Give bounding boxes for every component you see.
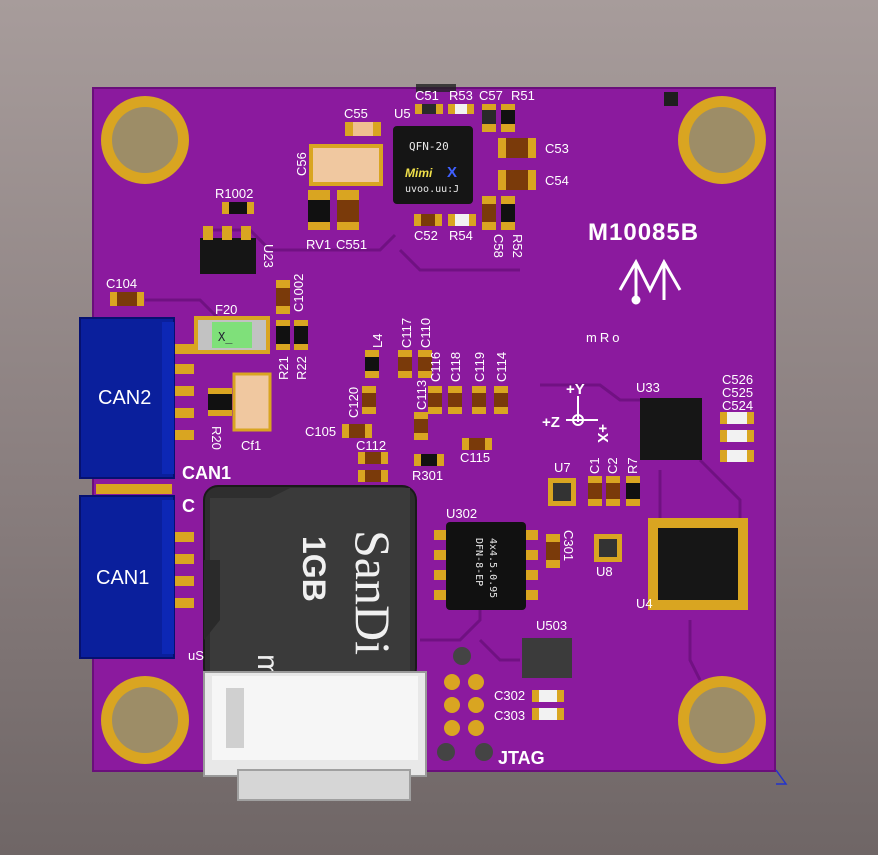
ref-c105: C105 xyxy=(305,424,336,439)
ref-r21: R21 xyxy=(276,356,291,380)
ref-r20: R20 xyxy=(209,426,224,450)
ref-f20: F20 xyxy=(215,302,237,317)
ref-c118: C118 xyxy=(448,352,463,382)
ref-c116: C116 xyxy=(428,352,443,382)
ref-c117: C117 xyxy=(399,318,414,348)
ref-c112: C112 xyxy=(356,438,386,453)
chip-u5-brand: Mimi xyxy=(405,166,433,180)
jtag-label: JTAG xyxy=(498,748,545,768)
ref-designators: U5 C51 R53 C57 R51 C55 C56 C53 C54 C52 R… xyxy=(106,88,753,723)
ref-c51: C51 xyxy=(415,88,439,103)
sd-card-brand: SanDi xyxy=(345,530,401,655)
ref-c53: C53 xyxy=(545,141,569,156)
ref-c58: C58 xyxy=(491,234,506,258)
ref-c2: C2 xyxy=(605,457,620,474)
ref-c303: C303 xyxy=(494,708,525,723)
ref-r1002: R1002 xyxy=(215,186,253,201)
ref-c551: C551 xyxy=(336,237,367,252)
ref-r22: R22 xyxy=(294,356,309,380)
corner-marks xyxy=(775,769,788,785)
ref-c104: C104 xyxy=(106,276,137,291)
ref-c302: C302 xyxy=(494,688,525,703)
ref-rv1: RV1 xyxy=(306,237,331,252)
ref-u4: U4 xyxy=(636,596,653,611)
ref-u5: U5 xyxy=(394,106,411,121)
axis-z: +Z xyxy=(542,414,560,431)
ref-c119: C119 xyxy=(472,352,487,382)
ref-c56: C56 xyxy=(294,152,309,176)
ref-c114: C114 xyxy=(494,352,509,382)
ref-u23: U23 xyxy=(261,244,276,268)
ref-c120: C120 xyxy=(346,387,361,418)
can2-connector-label: CAN2 xyxy=(98,387,151,409)
ref-u8: U8 xyxy=(596,564,613,579)
can1-connector: CAN1 xyxy=(79,484,194,659)
board-brand: mRo xyxy=(586,330,622,345)
ref-cf1: Cf1 xyxy=(241,438,261,453)
sd-card: SanDi 1GB m xyxy=(203,485,417,683)
sd-socket: uS xyxy=(188,648,427,801)
ref-c110: C110 xyxy=(418,318,433,348)
ref-c1002: C1002 xyxy=(291,274,306,312)
chip-u302: DFN-8-EP 4x4.5.0.95 xyxy=(434,522,560,610)
ref-c526: C526 xyxy=(722,372,753,387)
chip-u302-pkg: DFN-8-EP xyxy=(473,538,484,586)
ref-r52: R52 xyxy=(510,234,525,258)
can1-connector-label: CAN1 xyxy=(96,567,149,589)
ref-c52: C52 xyxy=(414,228,438,243)
chip-u4 xyxy=(648,518,748,610)
ref-u503: U503 xyxy=(536,618,567,633)
ref-c524: C524 xyxy=(722,398,753,413)
components-u7-area xyxy=(548,476,640,562)
chip-u5-code: uvoo.uu:J xyxy=(405,184,459,195)
ref-c113: C113 xyxy=(414,380,429,410)
ref-c525: C525 xyxy=(722,385,753,400)
components-middle xyxy=(342,350,508,482)
ref-r53: R53 xyxy=(449,88,473,103)
chip-u5: QFN-20 Mimi X uvoo.uu:J xyxy=(393,126,473,204)
axis-y: +Y xyxy=(566,381,585,398)
can2-silk-partial: C xyxy=(182,496,195,516)
mounting-holes xyxy=(101,96,766,764)
ref-u302: U302 xyxy=(446,506,477,521)
ref-r301: R301 xyxy=(412,468,443,483)
ref-c57: C57 xyxy=(479,88,503,103)
components-u5-area: X_ xyxy=(110,104,536,432)
components-c302-c303 xyxy=(532,690,564,720)
sd-card-capacity: 1GB xyxy=(296,536,332,602)
axis-indicator-icon xyxy=(566,396,598,426)
can2-connector: CAN2 xyxy=(79,317,194,479)
ref-c115: C115 xyxy=(460,450,490,465)
ref-u33: U33 xyxy=(636,380,660,395)
chip-u302-size: 4x4.5.0.95 xyxy=(487,538,498,598)
mro-logo-icon xyxy=(618,258,682,305)
ref-c55: C55 xyxy=(344,106,368,121)
chip-u33 xyxy=(640,398,754,462)
board-model: M10085B xyxy=(588,219,699,246)
sd-socket-silk: uS xyxy=(188,648,204,663)
ref-r51: R51 xyxy=(511,88,535,103)
ref-l4: L4 xyxy=(370,334,385,348)
ref-r7: R7 xyxy=(625,457,640,474)
jtag-pads xyxy=(437,647,493,761)
ref-u7: U7 xyxy=(554,460,571,475)
can1-silk-label: CAN1 xyxy=(182,463,231,483)
ref-c1: C1 xyxy=(587,457,602,474)
ref-c301: C301 xyxy=(561,530,576,561)
axis-x: +X xyxy=(594,424,611,443)
chip-u503 xyxy=(522,638,572,678)
chip-u5-brand-x: X xyxy=(447,164,457,181)
chip-u5-pkg: QFN-20 xyxy=(409,140,449,153)
f20-mark: X_ xyxy=(218,330,233,344)
ref-r54: R54 xyxy=(449,228,473,243)
ref-c54: C54 xyxy=(545,173,569,188)
